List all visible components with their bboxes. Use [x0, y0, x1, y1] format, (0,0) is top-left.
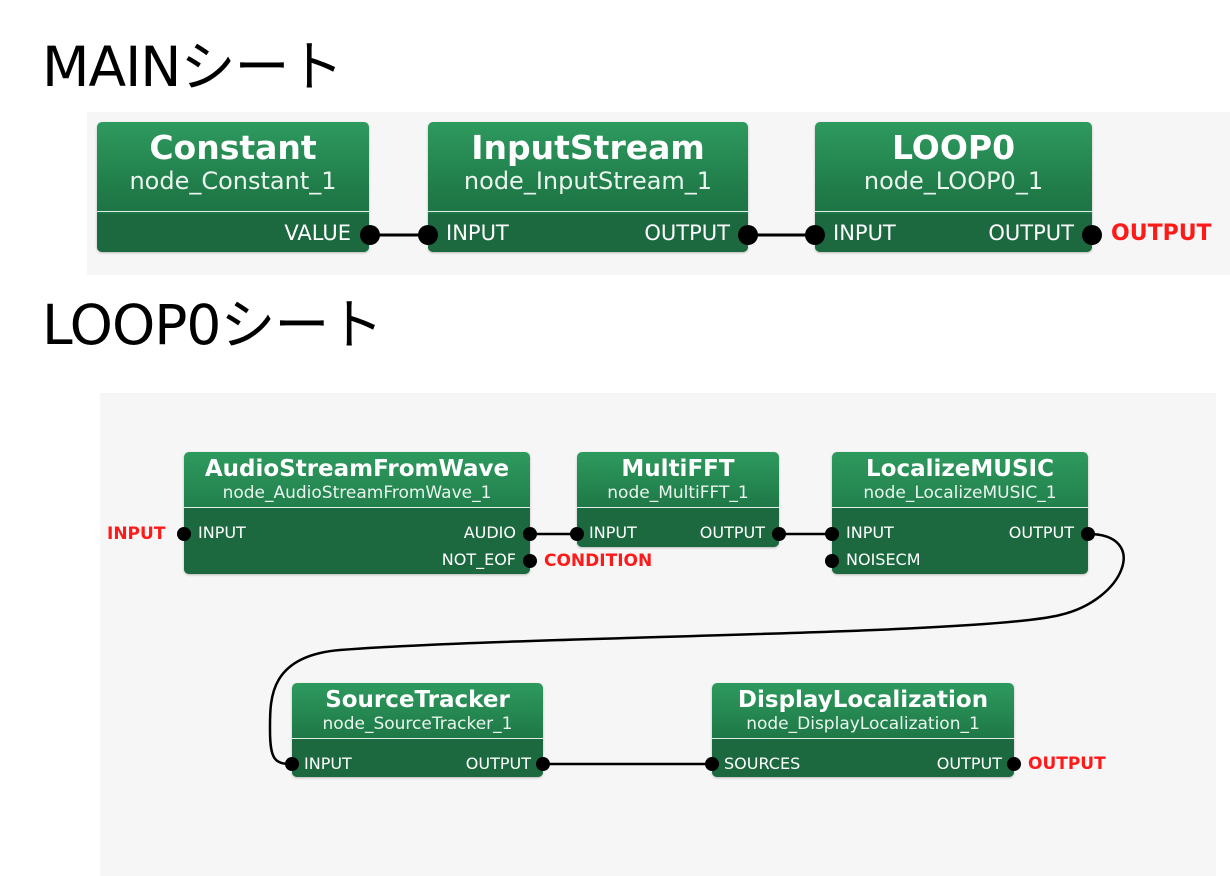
node-name-label: node_Constant_1 — [129, 167, 337, 195]
node-name-label: node_AudioStreamFromWave_1 — [222, 483, 492, 503]
node-port-bar: INPUT OUTPUT NOISECM — [832, 508, 1088, 574]
port-label-value: VALUE — [284, 221, 351, 245]
port-label-input: INPUT — [304, 754, 352, 773]
node-type-label: MultiFFT — [621, 456, 735, 482]
node-name-label: node_LOOP0_1 — [863, 167, 1044, 195]
port-inputstream-input-in[interactable] — [418, 225, 438, 245]
node-divider — [712, 738, 1014, 739]
node-divider — [97, 211, 369, 212]
node-divider — [292, 738, 543, 739]
node-name-label: node_LocalizeMUSIC_1 — [863, 483, 1057, 503]
port-label-output: OUTPUT — [699, 523, 765, 542]
node-type-label: LOOP0 — [891, 128, 1016, 167]
port-label-output: OUTPUT — [644, 221, 730, 245]
port-localize-noisecm-in[interactable] — [825, 554, 839, 568]
port-label-output: OUTPUT — [465, 754, 531, 773]
port-multifft-output-out[interactable] — [772, 527, 786, 541]
port-localize-input-in[interactable] — [825, 527, 839, 541]
loop0-sheet-title: LOOP0シート — [42, 293, 383, 357]
port-asfw-input-in[interactable] — [177, 527, 191, 541]
node-type-label: SourceTracker — [325, 687, 510, 713]
node-divider — [577, 507, 779, 508]
port-asfw-audio-out[interactable] — [523, 527, 537, 541]
port-label-input: INPUT — [846, 523, 894, 542]
main-external-output-label: OUTPUT — [1111, 221, 1212, 246]
port-label-audio: AUDIO — [463, 523, 516, 542]
loop0-external-output-label: OUTPUT — [1028, 754, 1106, 774]
node-port-bar: INPUT OUTPUT — [428, 214, 748, 252]
node-constant[interactable]: Constant node_Constant_1 VALUE — [97, 122, 369, 252]
node-type-label: DisplayLocalization — [737, 687, 989, 713]
port-display-sources-in[interactable] — [705, 757, 719, 771]
node-port-bar: INPUT OUTPUT — [815, 214, 1092, 252]
node-name-label: node_MultiFFT_1 — [607, 483, 749, 503]
port-localize-output-out[interactable] — [1081, 527, 1095, 541]
node-type-label: Constant — [149, 128, 317, 167]
node-multifft[interactable]: MultiFFT node_MultiFFT_1 INPUT OUTPUT — [577, 452, 779, 547]
port-constant-value-out[interactable] — [360, 225, 380, 245]
node-type-label: LocalizeMUSIC — [866, 456, 1054, 482]
port-multifft-input-in[interactable] — [570, 527, 584, 541]
port-label-sources: SOURCES — [724, 754, 801, 773]
port-asfw-noteof-out[interactable] — [523, 554, 537, 568]
node-sourcetracker[interactable]: SourceTracker node_SourceTracker_1 INPUT… — [292, 683, 543, 777]
node-type-label: InputStream — [471, 128, 705, 167]
node-localizemusic[interactable]: LocalizeMUSIC node_LocalizeMUSIC_1 INPUT… — [832, 452, 1088, 574]
port-label-input: INPUT — [589, 523, 637, 542]
node-name-label: node_InputStream_1 — [463, 167, 713, 195]
loop0-external-input-label: INPUT — [107, 524, 166, 544]
port-loop0-output-out[interactable] — [1082, 225, 1102, 245]
node-name-label: node_DisplayLocalization_1 — [746, 714, 980, 734]
port-label-output: OUTPUT — [988, 221, 1074, 245]
node-port-bar: INPUT OUTPUT — [292, 739, 543, 777]
port-label-input: INPUT — [833, 221, 896, 245]
port-tracker-input-in[interactable] — [285, 757, 299, 771]
main-sheet-title: MAINシート — [42, 35, 343, 99]
node-port-bar: SOURCES OUTPUT — [712, 739, 1014, 777]
port-label-output: OUTPUT — [1008, 523, 1074, 542]
port-label-not-eof: NOT_EOF — [441, 550, 516, 569]
port-tracker-output-out[interactable] — [536, 757, 550, 771]
port-inputstream-output-out[interactable] — [738, 225, 758, 245]
wire-localize-to-tracker — [268, 532, 1125, 766]
node-divider — [184, 507, 530, 508]
node-name-label: node_SourceTracker_1 — [322, 714, 513, 734]
node-divider — [815, 211, 1092, 212]
port-label-input: INPUT — [198, 523, 246, 542]
port-label-input: INPUT — [446, 221, 509, 245]
port-label-noisecm: NOISECM — [846, 550, 921, 569]
port-loop0-input-in[interactable] — [805, 225, 825, 245]
port-label-output: OUTPUT — [936, 754, 1002, 773]
node-port-bar: VALUE — [97, 214, 369, 252]
node-displaylocalization[interactable]: DisplayLocalization node_DisplayLocaliza… — [712, 683, 1014, 777]
node-inputstream[interactable]: InputStream node_InputStream_1 INPUT OUT… — [428, 122, 748, 252]
node-port-bar: INPUT AUDIO NOT_EOF — [184, 508, 530, 574]
node-divider — [428, 211, 748, 212]
port-display-output-out[interactable] — [1007, 757, 1021, 771]
loop0-external-condition-label: CONDITION — [544, 551, 653, 571]
node-type-label: AudioStreamFromWave — [204, 456, 510, 482]
node-loop0[interactable]: LOOP0 node_LOOP0_1 INPUT OUTPUT — [815, 122, 1092, 252]
node-divider — [832, 507, 1088, 508]
node-port-bar: INPUT OUTPUT — [577, 508, 779, 547]
node-audiostreamfromwave[interactable]: AudioStreamFromWave node_AudioStreamFrom… — [184, 452, 530, 574]
